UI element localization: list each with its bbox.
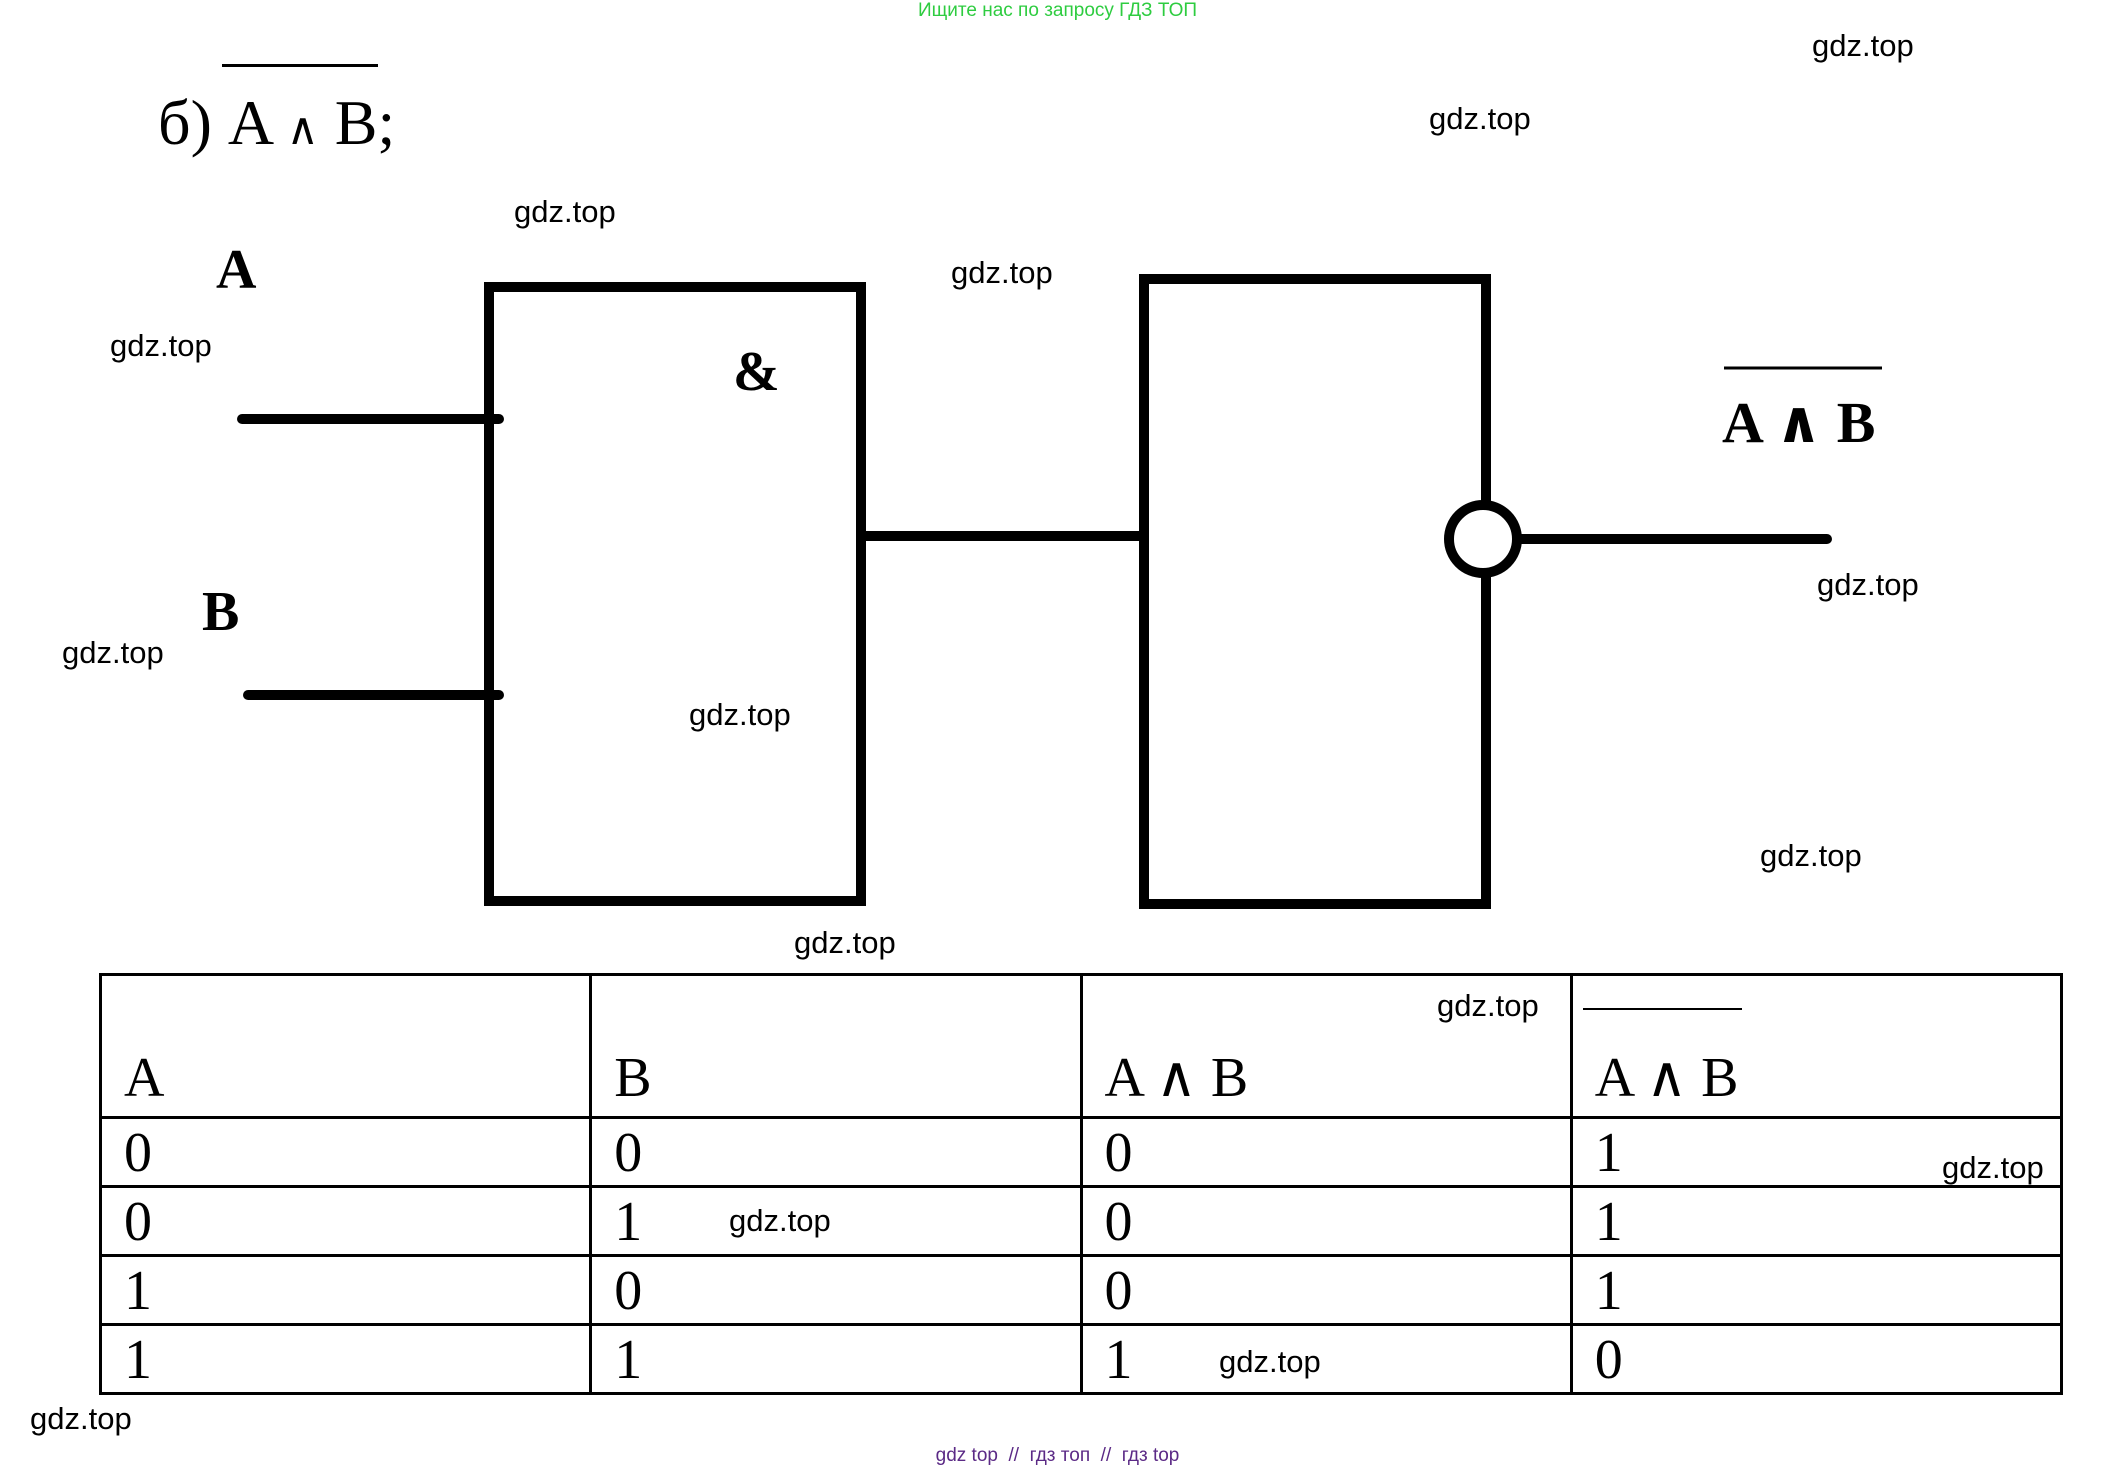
watermark: gdz.top — [110, 328, 212, 363]
table-row: 0 0 0 1 — [98, 1116, 2064, 1188]
header-not-a-and-b-text: A ∧ B — [1582, 1008, 1743, 1109]
logic-circuit-diagram — [237, 274, 1882, 909]
watermark: gdz.top — [1437, 988, 1539, 1023]
inverter-bubble — [1444, 500, 1522, 578]
title-suffix: ; — [377, 87, 396, 158]
table-cell: 1 — [1569, 1185, 2064, 1257]
not-gate-box — [1139, 274, 1491, 909]
watermark: gdz.top — [689, 697, 791, 732]
watermark: gdz.top — [1219, 1344, 1321, 1379]
title-operand-b: B — [334, 87, 378, 158]
table-cell: 1 — [98, 1254, 593, 1326]
table-cell: 0 — [98, 1185, 593, 1257]
watermark: gdz.top — [514, 194, 616, 229]
table-cell: 0 — [589, 1254, 1083, 1326]
table-cell: 0 — [1569, 1323, 2064, 1395]
table-cell: 1 — [1079, 1323, 1573, 1395]
table-row: 1 1 1 0 — [98, 1323, 2064, 1395]
watermark: gdz.top — [951, 255, 1053, 290]
table-cell: 0 — [1079, 1185, 1573, 1257]
table-cell: 0 — [98, 1116, 593, 1188]
page-title: б) A ∧ B; — [158, 88, 395, 165]
table-cell: 0 — [1079, 1254, 1573, 1326]
watermark: gdz.top — [794, 925, 896, 960]
watermark: gdz.top — [1760, 838, 1862, 873]
truth-table: A B A ∧ B A ∧ B 0 0 0 1 0 1 0 1 1 0 0 1 … — [98, 973, 2064, 1395]
header-b: B — [589, 973, 1083, 1119]
header-not-a-and-b: A ∧ B — [1569, 973, 2064, 1119]
input-b-label: B — [202, 581, 240, 643]
table-row: 1 0 0 1 — [98, 1254, 2064, 1326]
table-row: 0 1 0 1 — [98, 1185, 2064, 1257]
watermark: gdz.top — [62, 635, 164, 670]
watermark: gdz.top — [30, 1401, 132, 1436]
watermark: gdz.top — [729, 1203, 831, 1238]
input-a-label: A — [216, 239, 257, 301]
footer-banner: gdz top // гдз топ // гдз top — [935, 1445, 1180, 1466]
table-cell: 1 — [98, 1323, 593, 1395]
title-prefix: б) — [158, 87, 212, 158]
table-cell: 0 — [1079, 1116, 1573, 1188]
table-cell: 1 — [589, 1185, 1083, 1257]
watermark: gdz.top — [1429, 101, 1531, 136]
table-cell: 1 — [1569, 1254, 2064, 1326]
title-negation-bar — [222, 64, 378, 67]
table-header-row: A B A ∧ B A ∧ B — [98, 973, 2064, 1119]
table-cell: 1 — [589, 1323, 1083, 1395]
and-gate-box — [484, 282, 866, 906]
watermark: gdz.top — [1942, 1150, 2044, 1185]
header-a: A — [98, 973, 593, 1119]
table-cell: 1 — [1569, 1116, 2064, 1188]
header-banner: Ищите нас по запросу ГДЗ ТОП — [917, 0, 1198, 21]
and-symbol: & — [733, 341, 780, 403]
header-a-and-b: A ∧ B — [1079, 973, 1573, 1119]
watermark: gdz.top — [1812, 28, 1914, 63]
output-label: A ∧ B — [1722, 390, 1876, 455]
table-cell: 0 — [589, 1116, 1083, 1188]
title-operator: ∧ — [286, 105, 319, 154]
title-operand-a: A — [227, 87, 271, 158]
watermark: gdz.top — [1817, 567, 1919, 602]
